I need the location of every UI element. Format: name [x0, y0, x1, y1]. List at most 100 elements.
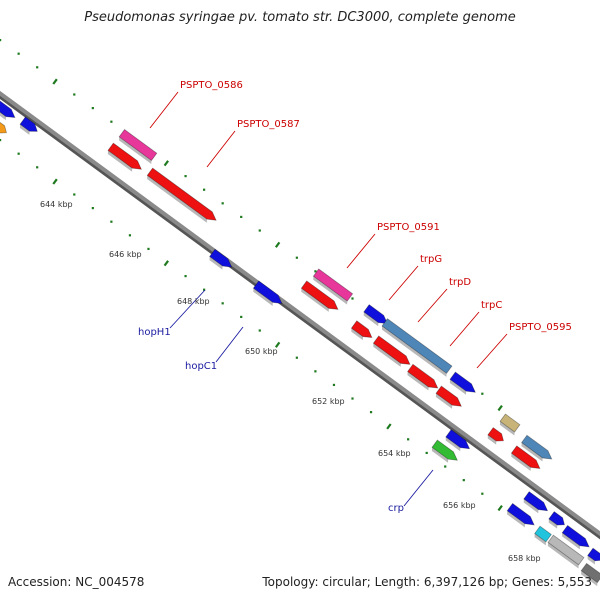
track-dot	[407, 438, 410, 441]
track-dot	[369, 411, 373, 414]
gene-label-hopc1[interactable]: hopC1	[185, 361, 217, 372]
gene-khaki-body	[499, 413, 521, 433]
gene-blue-3[interactable]	[252, 280, 285, 310]
track-tick	[52, 78, 58, 85]
leader-trpd	[417, 288, 448, 323]
track-dot	[203, 288, 206, 291]
track-dot	[258, 229, 261, 232]
track-dot	[351, 397, 354, 400]
gene-blue-5[interactable]	[522, 491, 550, 517]
track-dot	[221, 302, 224, 305]
track-dot	[481, 392, 484, 395]
gene-red-5-body	[407, 363, 439, 389]
gene-red-3-shade	[351, 328, 363, 341]
gene-label-trpc[interactable]: trpC	[481, 300, 502, 311]
gene-red-5[interactable]	[406, 363, 441, 394]
gene-orange-edge[interactable]	[0, 119, 9, 139]
leader-trpg	[388, 265, 419, 301]
gene-red-1[interactable]	[106, 142, 144, 175]
gene-blue-9[interactable]	[586, 547, 600, 566]
gene-crp[interactable]	[430, 439, 460, 466]
track-tick	[163, 160, 169, 167]
gene-blue-small-1[interactable]	[18, 116, 40, 137]
track-dot	[110, 120, 113, 123]
gene-blue-4-body	[445, 429, 471, 450]
gene-pspto-0587[interactable]	[146, 167, 219, 226]
gene-blue-2-shade	[209, 256, 223, 270]
page-title: Pseudomonas syringae pv. tomato str. DC3…	[84, 10, 516, 25]
track-dot	[481, 492, 484, 495]
gene-label-pspto-0587[interactable]: PSPTO_0587	[237, 119, 300, 130]
gene-darkgray-shade	[581, 570, 598, 587]
gene-blue-7-shade	[548, 518, 558, 529]
track-tick	[274, 341, 281, 348]
accession-text: Accession: NC_004578	[8, 575, 145, 589]
track-tick	[497, 404, 503, 412]
leader-hopc1	[215, 326, 244, 363]
gene-red-8-body	[510, 445, 541, 469]
leader-pspto-0591	[346, 233, 376, 269]
track-dot	[221, 202, 224, 205]
track-dot	[36, 166, 39, 169]
gene-khaki[interactable]	[498, 413, 521, 436]
gene-gray[interactable]	[546, 534, 585, 569]
leader-hoph1	[169, 289, 206, 329]
gene-blue-8[interactable]	[560, 524, 591, 553]
track-dot	[91, 207, 94, 210]
gene-steel-2[interactable]	[520, 434, 555, 465]
gene-label-hoph1[interactable]: hopH1	[138, 327, 171, 338]
gene-red-2[interactable]	[300, 280, 341, 316]
gene-pspto-0591[interactable]	[312, 268, 355, 305]
track-dot	[240, 215, 243, 219]
gene-blue-6[interactable]	[505, 502, 536, 531]
gene-gray-body	[547, 534, 585, 566]
track-dot	[184, 275, 187, 278]
track-dot	[73, 93, 76, 96]
gene-red-3[interactable]	[350, 320, 375, 344]
track-dot	[73, 193, 76, 196]
gene-label-pspto-0595[interactable]: PSPTO_0595	[509, 322, 572, 333]
gene-label-pspto-0591[interactable]: PSPTO_0591	[377, 222, 440, 233]
gene-blue-edge-1[interactable]	[0, 100, 18, 124]
genome-backbone	[0, 90, 600, 540]
gene-gray-shade	[547, 542, 579, 569]
gene-blue-6-shade	[507, 510, 525, 528]
gene-red-6[interactable]	[434, 385, 464, 412]
gene-blue-9-body	[587, 547, 600, 562]
gene-steel-2-shade	[521, 442, 543, 462]
scale-label-650: 650 kbp	[245, 347, 278, 356]
track-tick	[52, 178, 58, 185]
gene-crp-body	[431, 439, 458, 461]
gene-trpd-body	[381, 318, 453, 374]
gene-pspto-0586[interactable]	[117, 128, 158, 165]
scale-label-658: 658 kbp	[508, 554, 541, 563]
gene-pspto-0587-body	[146, 167, 217, 221]
track-dot	[314, 370, 317, 373]
gene-darkgray[interactable]	[580, 562, 600, 587]
gene-cyan-shade	[534, 533, 546, 546]
gene-label-crp[interactable]: crp	[388, 503, 404, 514]
gene-crp-shade	[431, 447, 449, 463]
gene-features[interactable]	[0, 100, 600, 587]
gene-blue-2-body	[209, 248, 233, 268]
gene-red-4[interactable]	[372, 335, 413, 371]
gene-label-trpd[interactable]: trpD	[449, 277, 471, 288]
gene-blue-2[interactable]	[208, 248, 234, 273]
gene-trpd[interactable]	[380, 318, 453, 377]
gene-blue-4[interactable]	[444, 429, 472, 455]
gene-pspto-0595[interactable]	[448, 371, 478, 398]
gene-cyan[interactable]	[533, 525, 553, 546]
gene-blue-7[interactable]	[547, 511, 567, 531]
gene-label-pspto-0586[interactable]: PSPTO_0586	[180, 80, 243, 91]
gene-label-trpg[interactable]: trpG	[420, 254, 442, 265]
gene-red-8[interactable]	[510, 445, 543, 475]
gene-red-7[interactable]	[486, 427, 506, 447]
gene-steel-2-body	[521, 434, 553, 460]
gene-trpd-shade	[381, 325, 447, 377]
gene-orange-edge-body	[0, 119, 7, 134]
gene-trpg[interactable]	[362, 304, 390, 330]
gene-blue-4-shade	[445, 436, 461, 452]
track-dot	[147, 247, 150, 251]
track-dot	[203, 188, 206, 191]
track-tick	[274, 241, 281, 248]
